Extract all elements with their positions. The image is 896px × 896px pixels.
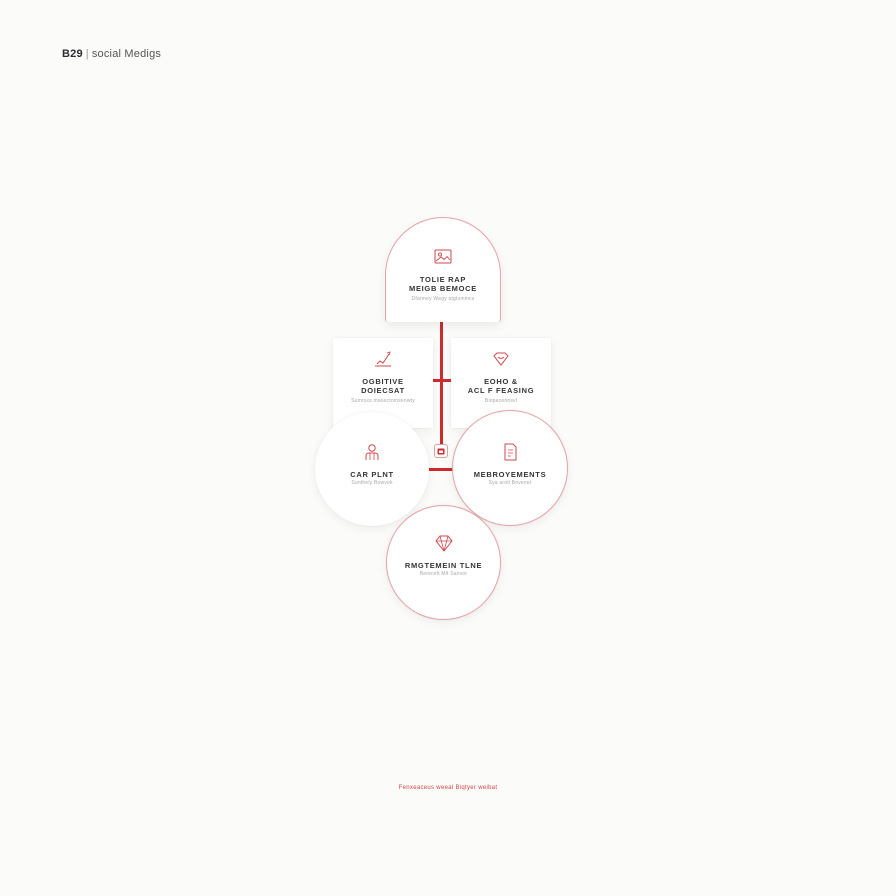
node-top-title: TOLIE RAP MEIGB BEMOCE (409, 275, 477, 293)
person-icon (365, 444, 379, 460)
document-icon (504, 443, 517, 461)
heart-diamond-icon (493, 352, 509, 366)
footer-caption: Fenxeaceus weeal Biqtyer weibat (398, 785, 498, 791)
center-hub (434, 444, 448, 458)
node-right-circle: MEBROYEMENTS Sya aroit Bovenet (452, 410, 568, 526)
node-right-card-subtitle: Biopecenosvl (484, 398, 518, 404)
connector-cross-lower (427, 468, 457, 471)
node-left-card-title: OGBITIVE DOIECSAT (361, 377, 405, 395)
connector-vertical (440, 318, 443, 446)
node-top: TOLIE RAP MEIGB BEMOCE Dfarmey Wegy atgt… (385, 217, 501, 322)
node-left-circle-subtitle: Sunthely Bowvek (351, 480, 393, 486)
node-right-circle-title: MEBROYEMENTS (473, 470, 547, 479)
node-bottom-circle-title: RMGTEMEIN TLNE (404, 561, 483, 570)
node-left-circle: CAR PLNT Sunthely Bowvek (315, 412, 429, 526)
node-left-card-subtitle: Sumrsxs msoectomsenwty (351, 398, 415, 404)
node-left-circle-title: CAR PLNT (350, 470, 394, 479)
brand-label: B29 (62, 48, 83, 60)
calendar-icon (437, 448, 445, 455)
node-right-circle-subtitle: Sya aroit Bovenet (488, 480, 532, 486)
chart-pen-icon (375, 351, 391, 367)
node-bottom-circle: RMGTEMEIN TLNE Bereceh Mlt Sanvor (386, 505, 501, 620)
diamond-icon (434, 535, 453, 552)
page-header: B29|social Medigs (62, 48, 161, 60)
header-subject: social Medigs (91, 48, 162, 60)
connector-cross-upper (433, 379, 453, 382)
header-separator: | (85, 48, 89, 60)
node-top-subtitle: Dfarmey Wegy atgtxmmcs (411, 296, 475, 302)
image-icon (434, 249, 452, 264)
node-bottom-circle-subtitle: Bereceh Mlt Sanvor (419, 571, 468, 577)
node-right-card-title: EOHO & ACL F FEASING (467, 377, 535, 395)
